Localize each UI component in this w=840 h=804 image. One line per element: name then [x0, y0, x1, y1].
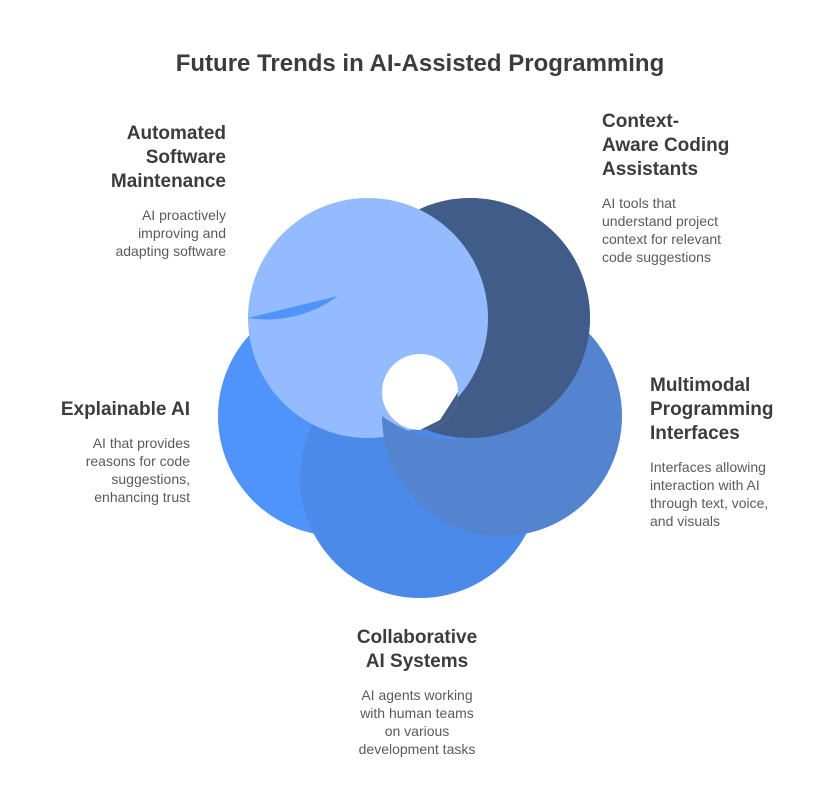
item-collaborative: Collaborative AI Systems AI agents worki… — [312, 626, 522, 758]
item-description: AI tools that understand project context… — [602, 195, 722, 265]
center-hole — [382, 354, 458, 430]
item-heading: Explainable AI — [60, 399, 190, 420]
item-description: AI agents working with human teams on va… — [358, 687, 476, 757]
item-context-aware: Context- Aware Coding Assistants AI tool… — [602, 110, 802, 266]
item-description: AI that provides reasons for code sugges… — [85, 435, 190, 505]
item-heading: Collaborative AI Systems — [356, 627, 478, 672]
center-hole-edge-navy — [420, 392, 458, 430]
item-multimodal: Multimodal Programming Interfaces Interf… — [650, 374, 830, 530]
item-description: Interfaces allowing interaction with AI … — [650, 459, 769, 529]
segment-multimodal-overlap — [382, 340, 618, 536]
segment-explainable-overlap — [248, 295, 442, 352]
item-description: AI proactively improving and adapting so… — [115, 207, 226, 259]
item-heading: Automated Software Maintenance — [110, 123, 226, 192]
item-automated-maintenance: Automated Software Maintenance AI proact… — [56, 122, 226, 260]
item-heading: Context- Aware Coding Assistants — [602, 111, 730, 180]
diagram-title: Future Trends in AI-Assisted Programming — [175, 50, 665, 77]
item-explainable: Explainable AI AI that provides reasons … — [20, 398, 190, 506]
item-heading: Multimodal Programming Interfaces — [650, 375, 774, 444]
segment-context-aware-overlap — [470, 198, 590, 342]
